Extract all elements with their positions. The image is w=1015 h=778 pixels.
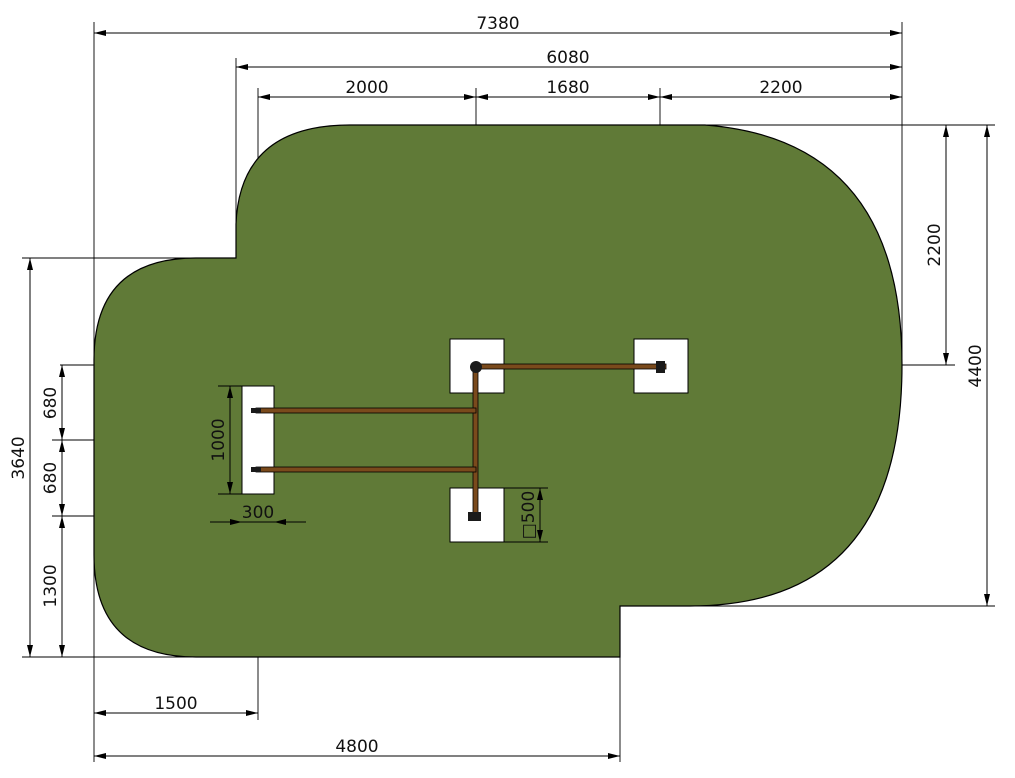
- vertical-bar: [472, 365, 479, 515]
- post-center: [470, 361, 482, 373]
- dim-gap-bench-post: 2000: [345, 78, 388, 98]
- dimension-lines: [27, 30, 990, 759]
- dim-overall-width: 7380: [476, 14, 519, 34]
- post-right: [656, 361, 665, 373]
- dim-left-total-height: 3640: [9, 436, 29, 479]
- dim-gap-post-post: 1680: [546, 78, 589, 98]
- dim-footing-size: □500: [519, 491, 539, 540]
- horizontal-bar-right: [475, 363, 667, 370]
- bench-footing: [241, 385, 275, 495]
- dim-width-from-notch: 6080: [546, 48, 589, 68]
- dim-gap-post-edge: 2200: [759, 78, 802, 98]
- horizontal-bar-lower: [255, 466, 477, 473]
- dim-bench-length: 1000: [209, 418, 229, 461]
- dim-right-total-height: 4400: [966, 344, 986, 387]
- horizontal-bar-upper: [255, 407, 477, 414]
- dim-left-offset-middle: 680: [41, 462, 61, 494]
- bench-post-upper: [251, 408, 261, 413]
- dim-bottom-left-offset: 1500: [154, 694, 197, 714]
- dim-left-offset-top: 680: [41, 387, 61, 419]
- dim-left-offset-bottom: 1300: [41, 564, 61, 607]
- dim-right-upper-height: 2200: [925, 223, 945, 266]
- post-bottom: [468, 512, 481, 521]
- dim-bench-width: 300: [242, 503, 274, 523]
- posts: [251, 361, 665, 521]
- dimension-labels: 7380 6080 2000 1680 2200 2200 4400 3640 …: [9, 14, 986, 757]
- dim-bottom-width: 4800: [335, 737, 378, 757]
- bench-post-lower: [251, 467, 261, 472]
